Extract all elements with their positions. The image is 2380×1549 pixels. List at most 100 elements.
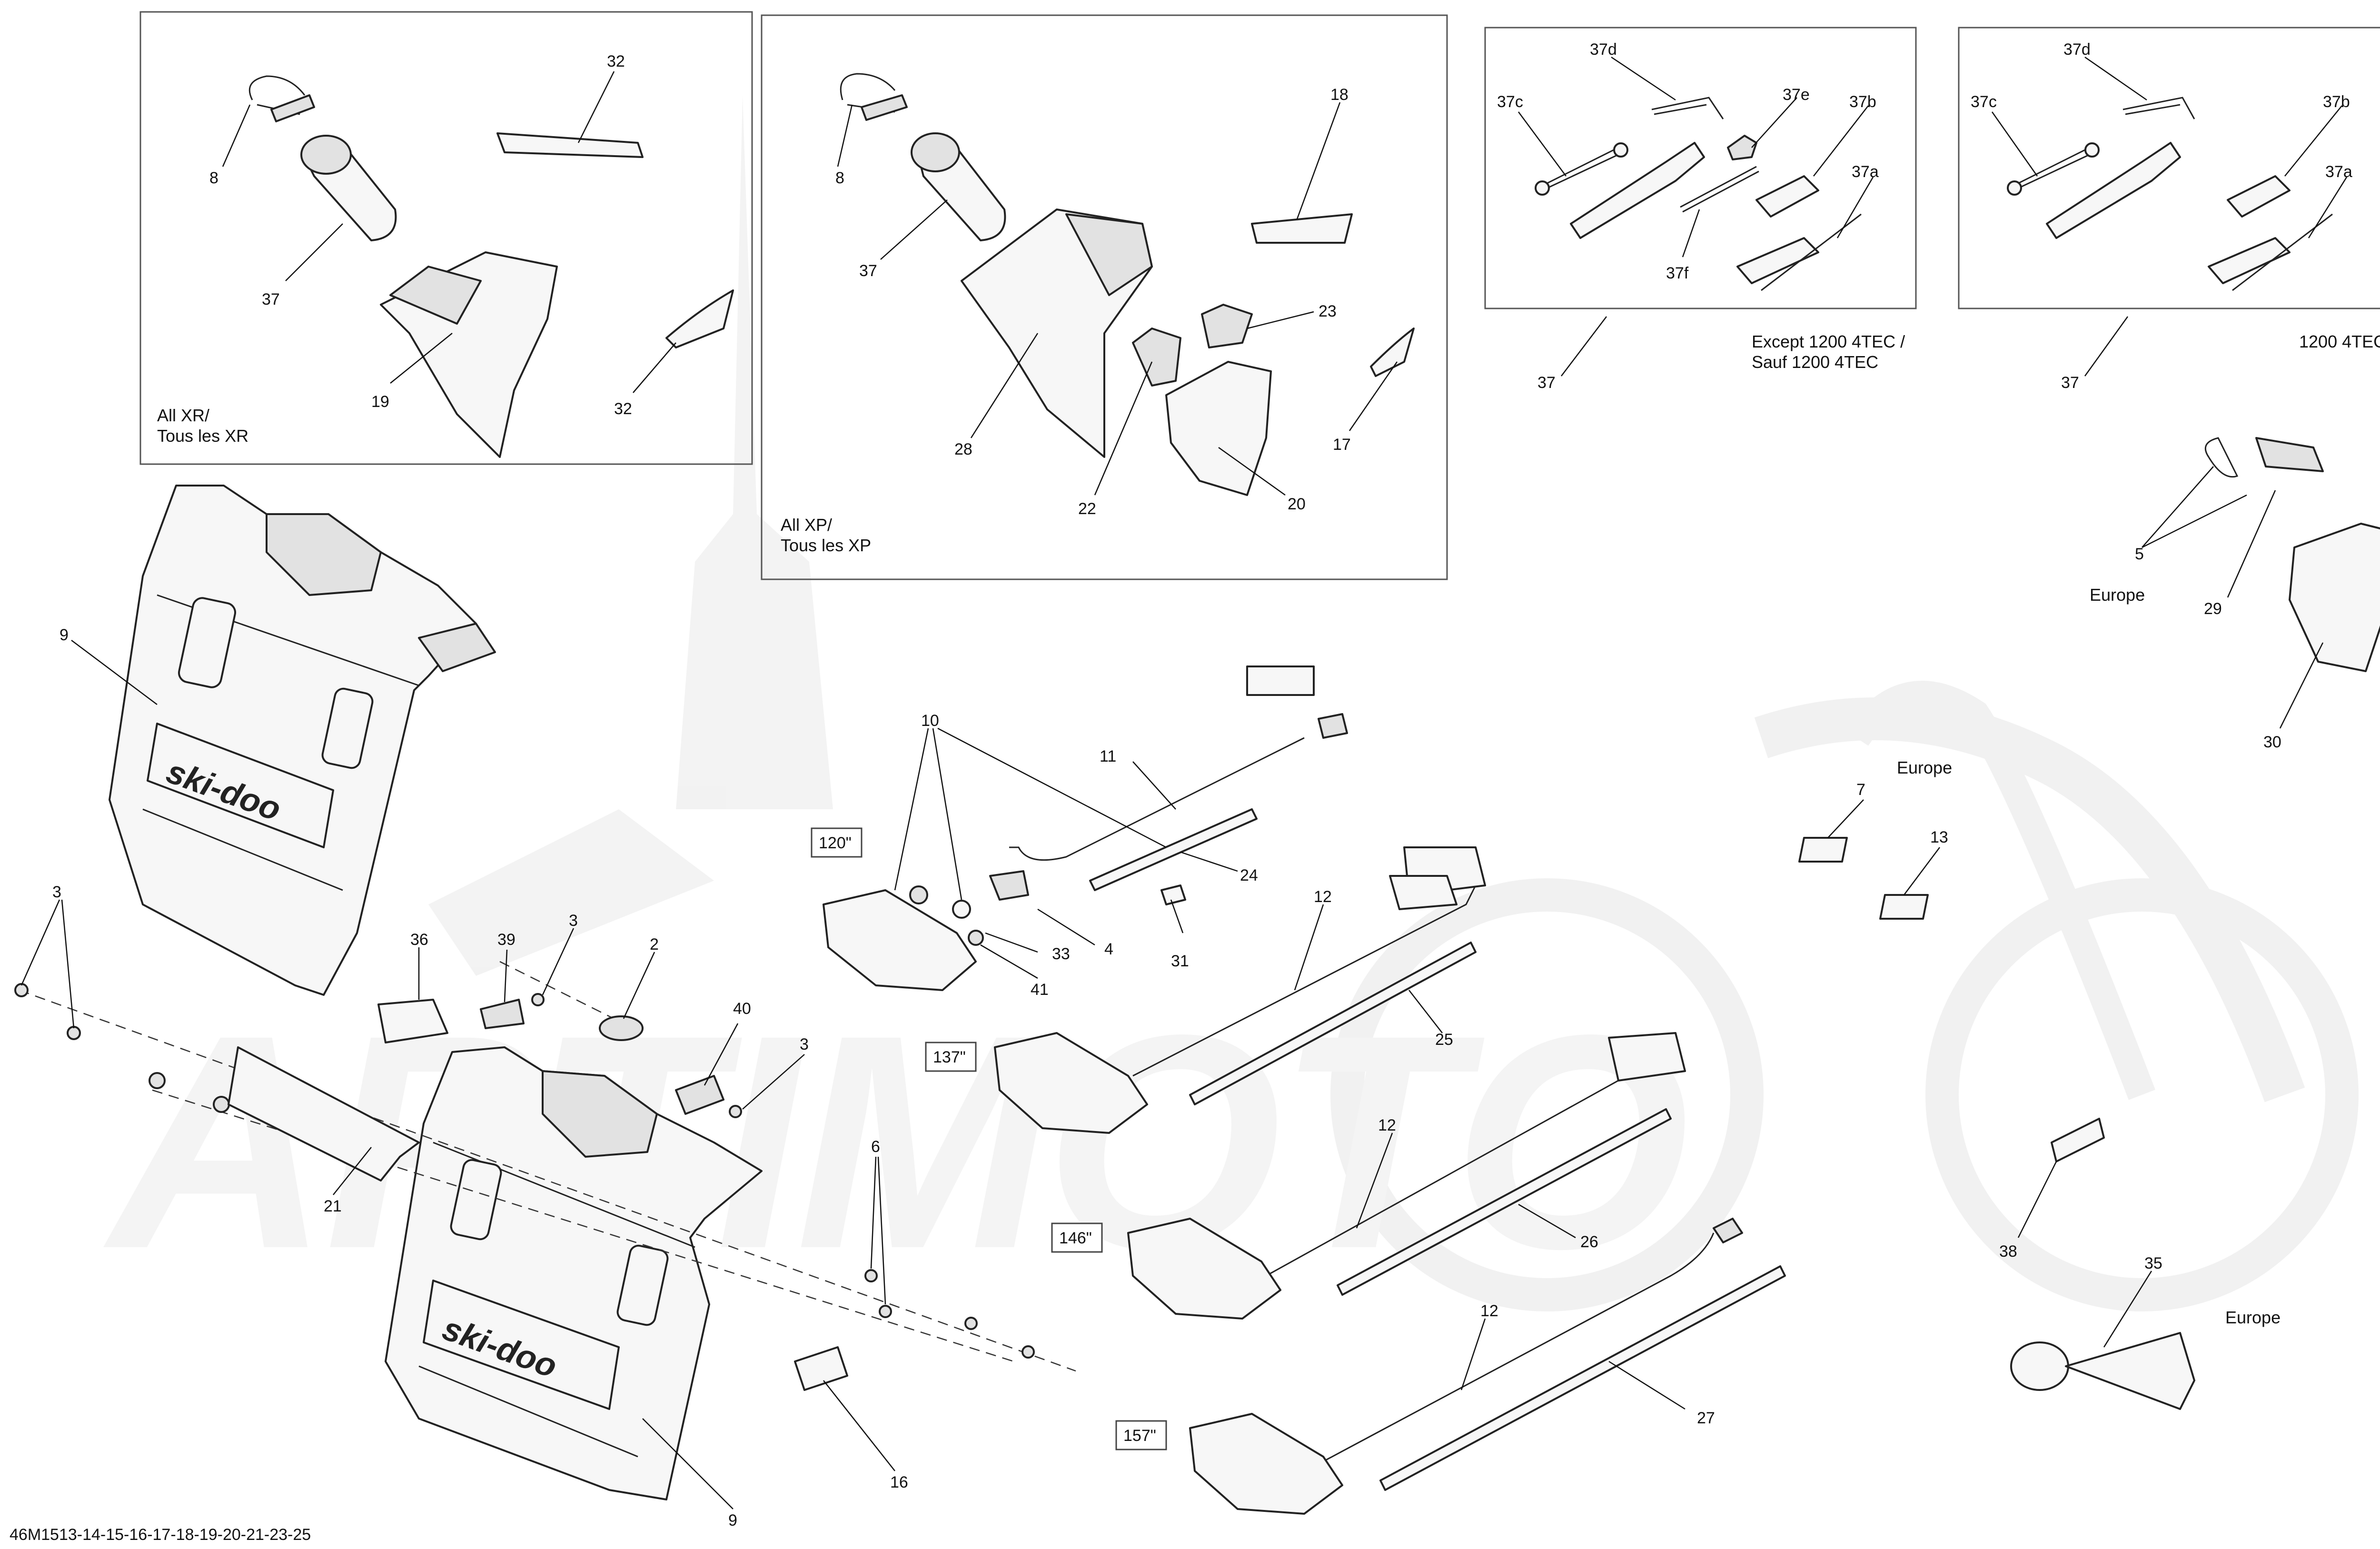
toolkit-frame-b bbox=[1958, 27, 2380, 309]
track-size-labels: 120" 137" 146" 157" bbox=[811, 827, 1167, 1450]
callout-41: 41 bbox=[1031, 981, 1049, 999]
callout-3-mid: 3 bbox=[569, 912, 578, 930]
callout-3-left: 3 bbox=[52, 883, 61, 901]
callout-25: 25 bbox=[1435, 1031, 1453, 1049]
callout-37b-b: 37b bbox=[2323, 93, 2350, 111]
callout-17: 17 bbox=[1333, 436, 1351, 454]
callout-27: 27 bbox=[1697, 1409, 1715, 1427]
track-size-146: 146" bbox=[1059, 1229, 1092, 1247]
callout-37a-b: 37a bbox=[2325, 163, 2352, 181]
callout-6: 6 bbox=[871, 1138, 880, 1156]
callout-24: 24 bbox=[1240, 866, 1258, 884]
toolkit-frame-a bbox=[1484, 27, 1917, 309]
callout-37d-b: 37d bbox=[2063, 40, 2091, 59]
inset-all-xp: 18 8 37 23 28 17 22 20 All XP/ Tous les … bbox=[761, 14, 1448, 580]
rear-flap-lower: ski-doo bbox=[385, 1046, 763, 1500]
callout-29: 29 bbox=[2204, 600, 2222, 618]
callout-12-b: 12 bbox=[1378, 1116, 1396, 1134]
callout-19: 19 bbox=[371, 393, 389, 411]
caption-all-xr: All XR/ bbox=[157, 406, 209, 425]
note-sauf-1200: Sauf 1200 4TEC bbox=[1752, 352, 1878, 372]
callout-31: 31 bbox=[1171, 952, 1189, 970]
callout-37b-a: 37b bbox=[1849, 93, 1876, 111]
label-europe-horn: Europe bbox=[2225, 1308, 2281, 1327]
callout-26: 26 bbox=[1580, 1233, 1598, 1251]
track-size-157: 157" bbox=[1123, 1427, 1156, 1445]
tail-light-146 bbox=[1127, 1218, 1281, 1320]
callout-37-b: 37 bbox=[2061, 374, 2079, 392]
callout-37a-a: 37a bbox=[1852, 163, 1879, 181]
caption-tous-les-xp: Tous les XP bbox=[781, 536, 871, 555]
callout-9-upper: 9 bbox=[60, 626, 69, 644]
brand-panel bbox=[147, 723, 334, 848]
tail-light-120 bbox=[823, 889, 977, 991]
callout-20: 20 bbox=[1288, 495, 1306, 513]
callout-9-lower: 9 bbox=[728, 1511, 737, 1529]
main-callouts: 9 9 3 3 3 36 39 2 40 21 6 16 10 11 24 4 … bbox=[52, 545, 2281, 1529]
decal-part bbox=[665, 289, 734, 348]
note-except-1200: Except 1200 4TEC / bbox=[1752, 332, 1905, 351]
callout-22: 22 bbox=[1078, 500, 1096, 518]
callout-37: 37 bbox=[262, 290, 280, 308]
label-europe-plate: Europe bbox=[2090, 585, 2145, 605]
decal-part bbox=[496, 132, 644, 158]
callout-11: 11 bbox=[1100, 747, 1116, 765]
callout-40: 40 bbox=[733, 1000, 751, 1018]
callout-16: 16 bbox=[890, 1473, 908, 1491]
callout-7: 7 bbox=[1856, 781, 1865, 799]
tail-light-137 bbox=[994, 1032, 1148, 1134]
bracket-part bbox=[389, 266, 482, 325]
callout-4: 4 bbox=[1104, 940, 1113, 958]
callout-37c-a: 37c bbox=[1497, 93, 1523, 111]
label-europe-decals: Europe bbox=[1897, 758, 1952, 777]
callout-3-right: 3 bbox=[800, 1035, 809, 1053]
callout-23: 23 bbox=[1319, 302, 1337, 320]
callout-37c-b: 37c bbox=[1971, 93, 1997, 111]
watermark: ARTIMOTO bbox=[100, 95, 2359, 1312]
callout-30: 30 bbox=[2263, 733, 2281, 751]
inset-frame-xp bbox=[761, 14, 1448, 580]
callout-5: 5 bbox=[2135, 545, 2144, 563]
callout-28: 28 bbox=[954, 440, 972, 458]
diagram-code: 46M1513-14-15-16-17-18-19-20-21-23-25 bbox=[10, 1526, 311, 1544]
callout-12-a: 12 bbox=[1314, 888, 1332, 906]
rear-flap-upper: ski-doo bbox=[109, 485, 496, 996]
callout-38: 38 bbox=[1999, 1242, 2017, 1261]
callout-37-a: 37 bbox=[1537, 374, 1556, 392]
callout-37-xp: 37 bbox=[859, 262, 877, 280]
right-parts bbox=[1798, 437, 2380, 1410]
tail-light-157 bbox=[1189, 1413, 1343, 1515]
callout-37d-a: 37d bbox=[1590, 40, 1617, 59]
callout-35: 35 bbox=[2144, 1254, 2162, 1272]
callout-37f: 37f bbox=[1666, 264, 1689, 282]
callout-36: 36 bbox=[410, 931, 428, 949]
callout-37e: 37e bbox=[1783, 86, 1810, 104]
callout-8: 8 bbox=[209, 169, 218, 187]
callout-21: 21 bbox=[324, 1197, 342, 1215]
callout-8-xp: 8 bbox=[835, 169, 844, 187]
callout-12-c: 12 bbox=[1480, 1302, 1498, 1320]
track-size-137: 137" bbox=[933, 1048, 966, 1066]
caption-all-xp: All XP/ bbox=[781, 515, 832, 535]
callout-32-top: 32 bbox=[607, 52, 625, 70]
callout-13: 13 bbox=[1930, 828, 1948, 846]
callout-2: 2 bbox=[650, 935, 659, 953]
callout-32-bottom: 32 bbox=[614, 400, 632, 418]
callout-39: 39 bbox=[497, 931, 516, 949]
note-1200: 1200 4TEC bbox=[2299, 332, 2380, 351]
track-size-120: 120" bbox=[819, 834, 852, 852]
region-labels: Europe Europe Europe bbox=[1897, 585, 2281, 1327]
caption-tous-les-xr: Tous les XR bbox=[157, 426, 248, 446]
callout-18: 18 bbox=[1330, 86, 1349, 104]
toolkit-1200: 37d 37c 37b 37a 37 1200 4TEC bbox=[1958, 27, 2380, 392]
leaders bbox=[20, 466, 2324, 1509]
clip-part bbox=[270, 94, 315, 122]
callout-10: 10 bbox=[921, 712, 939, 730]
inset-frame-xr bbox=[139, 11, 753, 465]
foam-pad-part bbox=[300, 135, 352, 175]
tail-lights bbox=[823, 665, 1786, 1515]
toolkit-except-1200: 37d 37c 37e 37b 37a 37f 37 Except 1200 4… bbox=[1484, 27, 1917, 392]
callout-33: 33 bbox=[1052, 945, 1070, 963]
inset-all-xr: 32 8 37 32 19 All XR/ Tous les XR bbox=[139, 11, 753, 465]
